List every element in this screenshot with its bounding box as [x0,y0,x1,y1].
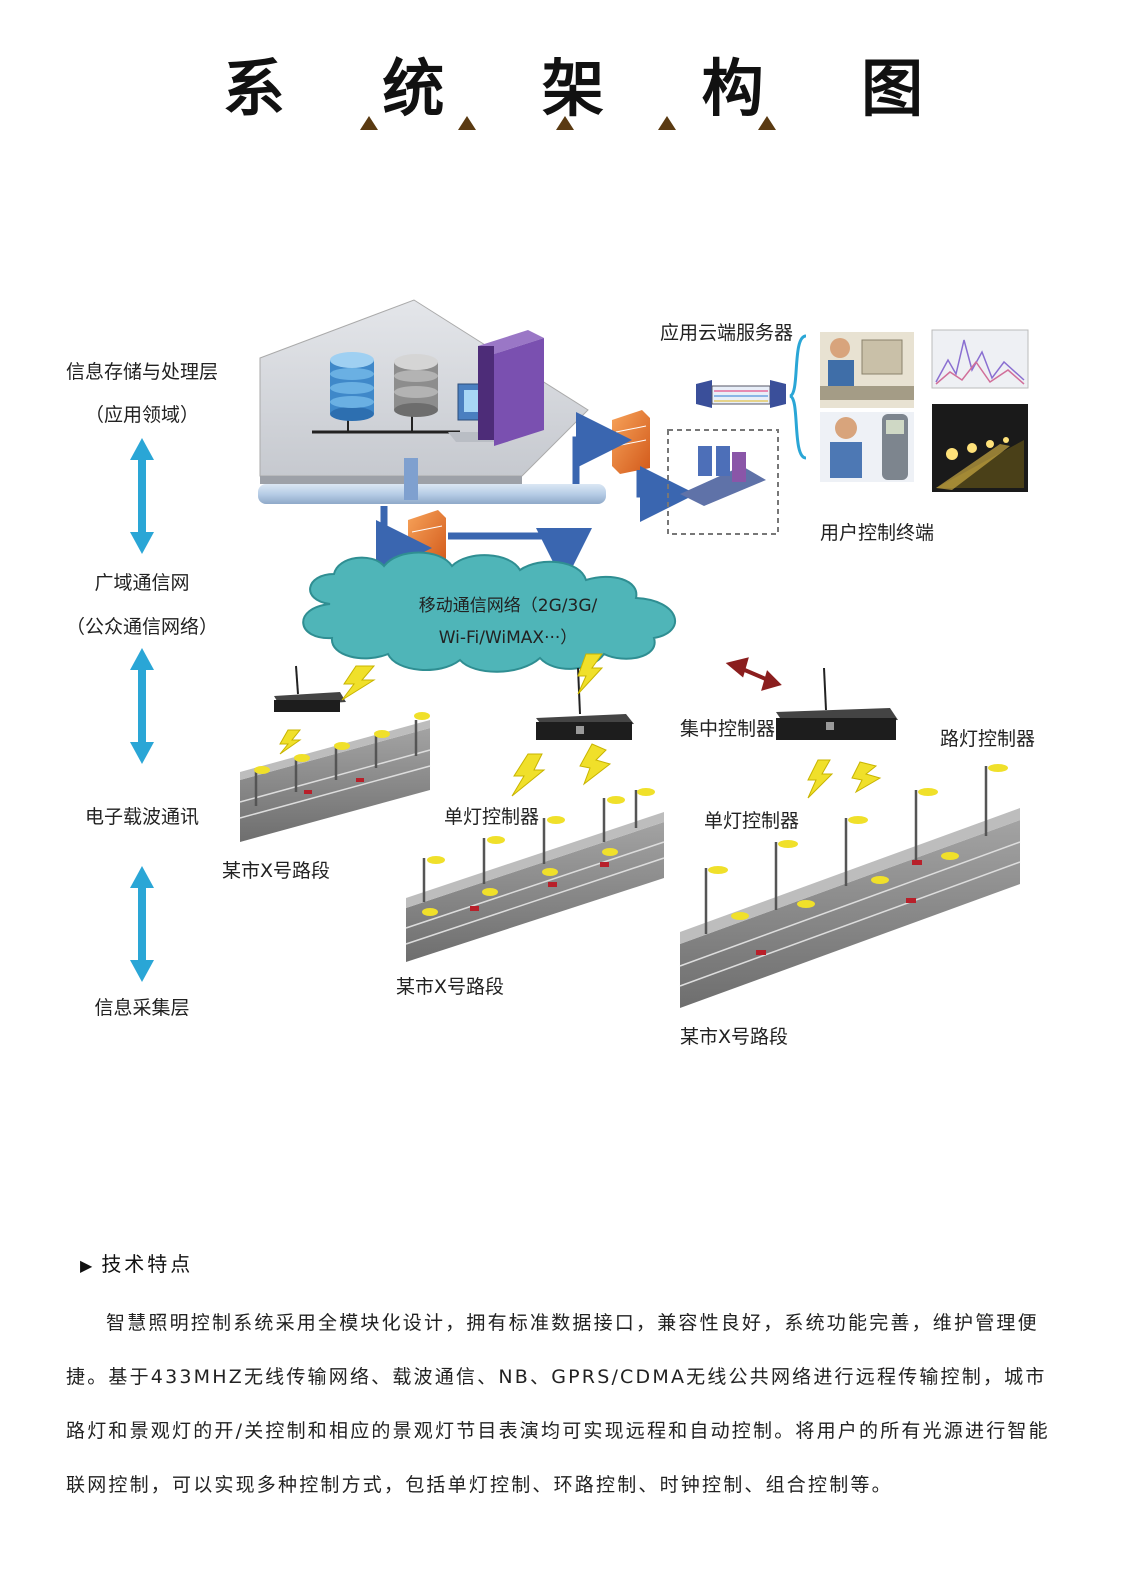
mobile-network-cloud [302,551,676,673]
label-user-terminal: 用户控制终端 [820,522,935,544]
concentrator-router [776,667,898,740]
firewall-icon [612,410,650,474]
operator-desk-icon [820,332,914,408]
link-arrow [725,657,782,691]
layer-label-wan: 广域通信网 [94,572,190,594]
layer-label-carrier: 电子载波通讯 [84,806,199,828]
title-triangle [658,116,676,130]
data-flow-arrows [376,412,696,584]
label-street-controller: 路灯控制器 [940,728,1036,750]
label-single-controller: 单灯控制器 [444,806,540,828]
label-central-controller: 集中控制器 [680,718,776,740]
features-body: 智慧照明控制系统采用全模块化设计，拥有标准数据接口，兼容性良好，系统功能完善，维… [66,1312,1050,1496]
title-triangle [758,116,776,130]
road-segment-3 [679,764,1021,1008]
play-triangle-icon: ▶ [80,1256,96,1275]
label-mobile-network-line2: Wi-Fi/WiMAX···） [438,628,578,648]
title-triangle [556,116,574,130]
layer-label-wan-sub: （公众通信网络） [65,616,218,638]
concentrator-router [274,665,346,712]
label-mobile-network-line1: 移动通信网络（2G/3G/ [418,596,598,616]
features-heading-text: 技术特点 [101,1252,194,1276]
architecture-diagram [130,299,1029,1008]
backbone-connector [404,458,418,500]
label-road-segment: 某市X号路段 [222,860,331,882]
title-triangle [458,116,476,130]
layer-arrow [130,438,154,554]
layer-arrow [130,866,154,982]
server-tower-icon [478,330,544,446]
label-single-controller: 单灯控制器 [704,810,800,832]
title-triangle [360,116,378,130]
layer-label-storage: 信息存储与处理层 [65,361,218,383]
database-icon [394,354,438,417]
database-icon [330,352,374,421]
road-segment-2 [405,788,665,962]
label-road-segment: 某市X号路段 [680,1026,789,1048]
street-night-thumbnail [932,404,1028,492]
wireless-signal-bolts [279,653,882,799]
layer-label-collect: 信息采集层 [94,997,190,1019]
label-road-segment: 某市X号路段 [396,976,505,998]
network-backbone [258,484,606,504]
chart-screen-thumbnail [931,329,1029,389]
layer-arrow [130,648,154,764]
layer-label-storage-sub: （应用领域） [84,404,199,426]
features-heading: ▶ 技术特点 [80,1248,193,1277]
road-segment-1 [239,712,431,842]
cloud-server-device [696,334,807,460]
label-mobile-network: 移动通信网络（2G/3G/ Wi-Fi/WiMAX···） [378,590,638,654]
label-cloud-server: 应用云端服务器 [660,322,794,344]
page-title: 系 统 架 构 图 [222,52,962,125]
gateway-box [667,429,779,535]
phone-operator-icon [820,412,914,482]
